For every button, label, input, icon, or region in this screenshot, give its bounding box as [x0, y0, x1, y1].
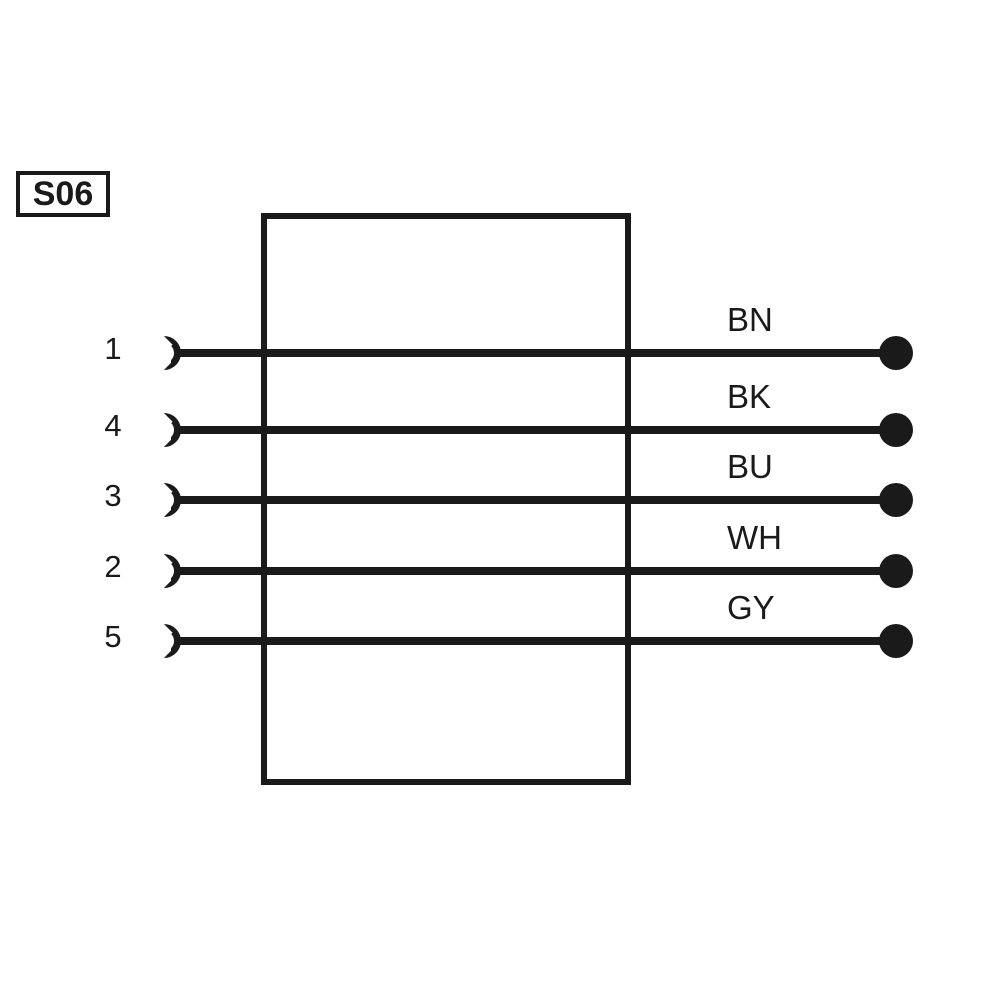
- terminal-dot-icon: [879, 413, 913, 447]
- wire-color-label: GY: [727, 589, 775, 626]
- terminal-dot-icon: [879, 336, 913, 370]
- pin-number-label: 1: [104, 331, 122, 366]
- pin-number-label: 3: [104, 478, 122, 513]
- reference-designator-label: S06: [32, 175, 94, 213]
- pin-number-label: 2: [104, 549, 122, 584]
- terminal-dot-icon: [879, 624, 913, 658]
- wire-color-label: WH: [727, 519, 782, 556]
- wire-color-label: BN: [727, 301, 773, 338]
- terminal-dot-icon: [879, 483, 913, 517]
- wire-line: [177, 637, 899, 645]
- reference-designator-box: S06: [16, 171, 110, 217]
- wire-line: [177, 426, 899, 434]
- wire-line: [177, 349, 899, 357]
- terminal-dot-icon: [879, 554, 913, 588]
- wire-color-label: BU: [727, 448, 773, 485]
- wire-line: [177, 496, 899, 504]
- pin-number-label: 5: [104, 619, 122, 654]
- wire-line: [177, 567, 899, 575]
- wire-color-label: BK: [727, 378, 772, 415]
- pin-number-label: 4: [104, 408, 122, 443]
